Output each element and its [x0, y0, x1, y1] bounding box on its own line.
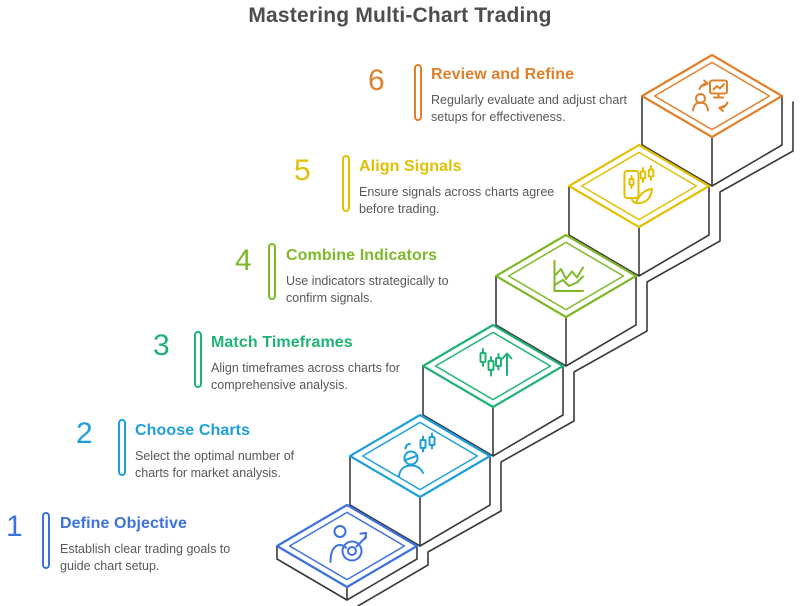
- line-chart-icon: [553, 260, 584, 292]
- page-title: Mastering Multi-Chart Trading: [248, 4, 552, 27]
- step-title: Combine Indicators: [286, 247, 438, 264]
- person-candlesticks-icon: [398, 432, 436, 477]
- step-description: Align timeframes across charts for compr…: [211, 361, 400, 393]
- step-block-edges: [568, 185, 710, 277]
- step-diamond: [348, 413, 492, 499]
- step-block-edges: [422, 365, 564, 457]
- step-description: Select the optimal number of charts for …: [135, 449, 295, 481]
- step-description: Use indicators strategically to confirm …: [286, 274, 449, 306]
- step-bracket-bar: [342, 155, 350, 212]
- step-title: Choose Charts: [135, 422, 251, 439]
- step-title: Match Timeframes: [211, 334, 353, 351]
- step-description: Establish clear trading goals to guide c…: [60, 542, 231, 574]
- step-bracket-bar: [414, 64, 422, 121]
- step-block-edges: [495, 275, 637, 367]
- step-number: 1: [6, 510, 23, 543]
- step-diamond: [640, 53, 784, 139]
- step-number: 5: [294, 154, 311, 187]
- step-diamond: [567, 143, 711, 229]
- document-candles-icon: [623, 165, 655, 205]
- step-number: 2: [76, 417, 93, 450]
- step-title: Review and Refine: [431, 66, 575, 83]
- step-bracket-bar: [194, 331, 202, 388]
- step-number: 4: [235, 244, 252, 277]
- step-bracket-bar: [42, 512, 50, 569]
- step-block-edges: [349, 455, 491, 547]
- step-diamond: [421, 323, 565, 409]
- step-diamond: [275, 503, 419, 589]
- step-diamond: [494, 233, 638, 319]
- monitor-refresh-person-icon: [692, 79, 729, 112]
- step-description: Ensure signals across charts agree befor…: [359, 185, 555, 217]
- step-number: 3: [153, 329, 170, 362]
- staircase-silhouette: [357, 101, 794, 606]
- step-number: 6: [368, 64, 385, 97]
- step-block-edges: [276, 545, 418, 601]
- step-bracket-bar: [268, 243, 276, 300]
- step-title: Define Objective: [60, 515, 187, 532]
- candles-up-arrow-icon: [479, 348, 513, 377]
- step-block-edges: [641, 95, 783, 187]
- step-description: Regularly evaluate and adjust chart setu…: [431, 93, 627, 125]
- step-title: Align Signals: [359, 158, 462, 175]
- person-target-icon: [329, 525, 367, 563]
- step-bracket-bar: [118, 419, 126, 476]
